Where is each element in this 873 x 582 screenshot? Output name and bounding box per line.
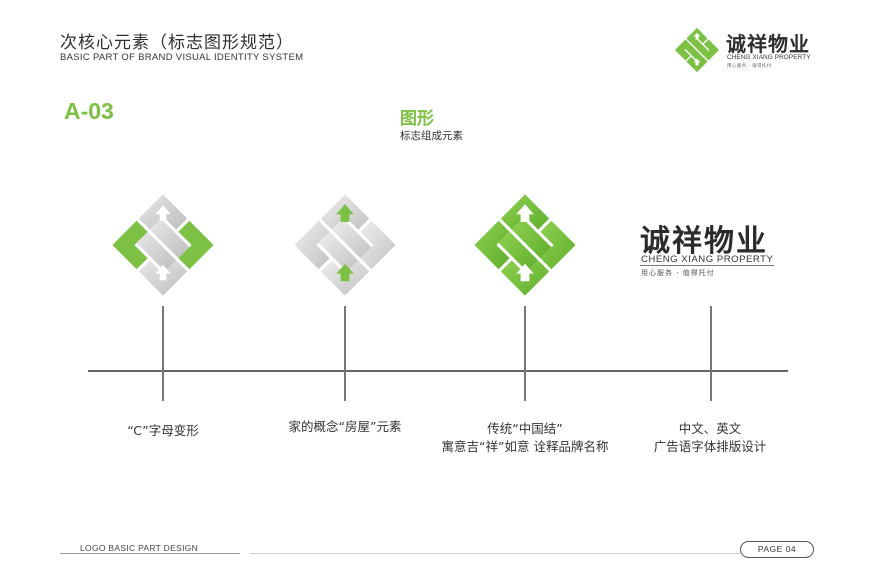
- footer-rule-left: [60, 553, 240, 554]
- wordmark-slogan: 用心服务 · 值得托付: [641, 269, 715, 277]
- timeline-stem-1: [162, 306, 164, 401]
- caption-house: 家的概念“房屋”元素: [270, 418, 420, 436]
- footer-rule-right: [250, 553, 740, 554]
- footer-label: LOGO BASIC PART DESIGN: [80, 543, 199, 553]
- timeline-stem-3: [524, 306, 526, 401]
- wordmark-divider: [640, 265, 774, 266]
- caption-line: “C”字母变形: [127, 423, 199, 438]
- brand-name-en: CHENG XIANG PROPERTY: [727, 54, 811, 61]
- section-subtitle: 标志组成元素: [400, 130, 463, 142]
- wordmark-name-en: CHENG XIANG PROPERTY: [641, 254, 774, 265]
- caption-line: 广告语字体排版设计: [653, 439, 767, 454]
- chinese-knot-mark-icon: [474, 194, 576, 296]
- caption-line: 中文、英文: [678, 421, 742, 436]
- timeline-stem-2: [344, 306, 346, 401]
- caption-c-letter: “C”字母变形: [93, 422, 233, 440]
- header-title-cn: 次核心元素（标志图形规范）: [60, 33, 294, 53]
- page-number-badge: PAGE 04: [740, 541, 814, 558]
- house-element-mark-icon: [294, 194, 396, 296]
- caption-line: 传统“中国结”: [487, 421, 563, 436]
- section-title: 图形: [400, 109, 434, 129]
- brand-name-cn: 诚祥物业: [726, 32, 810, 56]
- c-letter-mark-icon: [112, 194, 214, 296]
- caption-chinese-knot: 传统“中国结” 寓意吉“祥”如意 诠释品牌名称: [430, 420, 620, 456]
- header-title-en: BASIC PART OF BRAND VISUAL IDENTITY SYST…: [60, 52, 304, 63]
- timeline-stem-4: [710, 306, 712, 401]
- brand-logo-icon: [674, 27, 720, 73]
- caption-line: 家的概念“房屋”元素: [288, 419, 402, 434]
- wordmark-name-cn: 诚祥物业: [640, 224, 768, 259]
- brand-slogan: 用心服务 · 值得托付: [727, 64, 772, 69]
- section-code: A-03: [64, 98, 114, 124]
- caption-wordmark: 中文、英文 广告语字体排版设计: [630, 420, 790, 456]
- timeline-axis: [88, 370, 788, 372]
- caption-line: 寓意吉“祥”如意 诠释品牌名称: [441, 439, 609, 454]
